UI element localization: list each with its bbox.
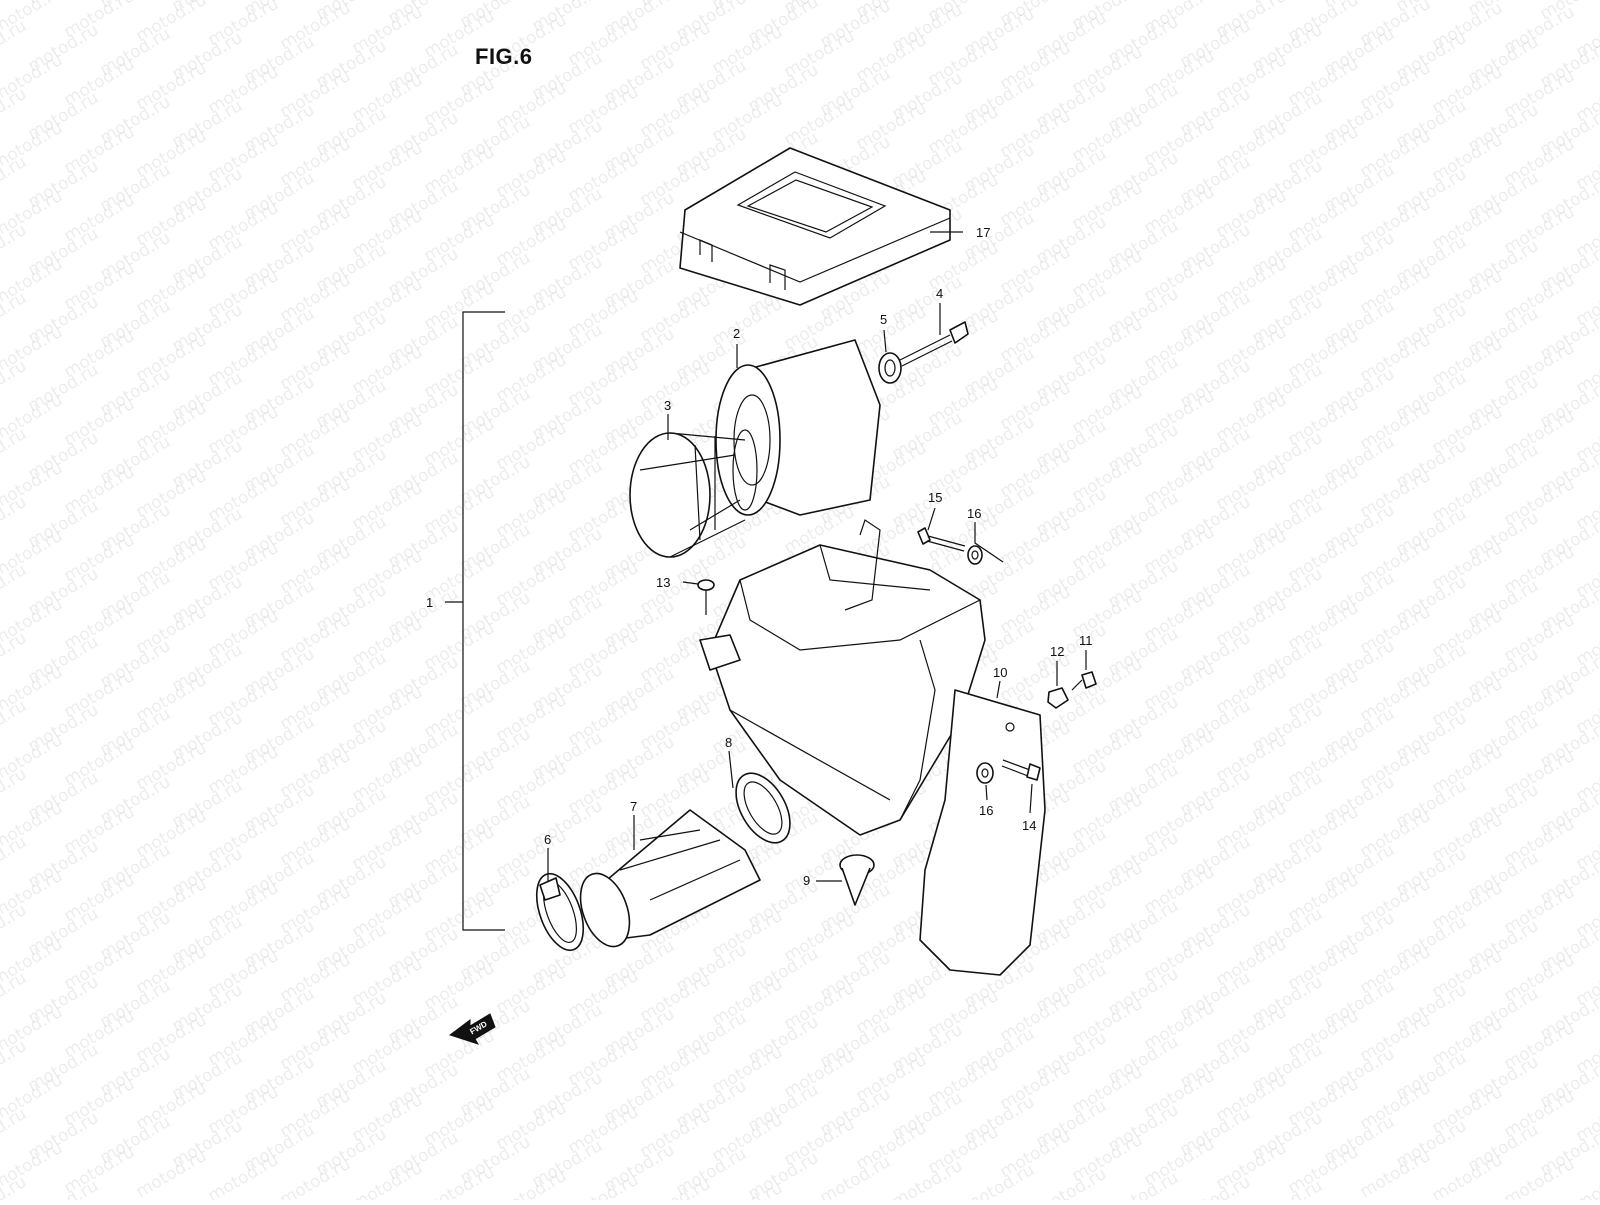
washer-part-16-lower	[977, 763, 993, 783]
callout-13: 13	[656, 575, 670, 590]
callout-5: 5	[880, 312, 887, 327]
callout-12: 12	[1050, 644, 1064, 659]
watermark-text: motod.ru	[0, 832, 30, 888]
nut-part-12	[1048, 688, 1068, 708]
watermark-text: motod.ru	[0, 1036, 30, 1092]
watermark-text: motod.ru	[0, 628, 30, 684]
foam-filter-element-part-2	[716, 340, 880, 515]
watermark-text: motod.ru	[0, 16, 30, 72]
washer-part-16-upper	[968, 546, 982, 564]
watermark-text: motod.ru	[0, 84, 30, 140]
callout-16-lower: 16	[979, 803, 993, 818]
callout-11: 11	[1079, 633, 1093, 648]
callout-16-upper: 16	[967, 506, 981, 521]
watermark-text: motod.ru	[0, 220, 30, 276]
callout-4: 4	[936, 286, 943, 301]
watermark-text: motod.ru	[1573, 1158, 1600, 1200]
watermark-text: motod.ru	[0, 356, 30, 412]
watermark-text: motod.ru	[493, 1166, 571, 1200]
watermark-text: motod.ru	[0, 424, 30, 480]
callout-17: 17	[976, 225, 990, 240]
watermark-text: motod.ru	[0, 764, 30, 820]
callout-1: 1	[426, 595, 433, 610]
grommet-part-5	[879, 353, 901, 383]
callout-8: 8	[725, 735, 732, 750]
watermark-text: motod.ru	[0, 696, 30, 752]
callout-6: 6	[544, 832, 551, 847]
callout-7: 7	[630, 799, 637, 814]
callout-9: 9	[803, 873, 810, 888]
callout-14: 14	[1022, 818, 1036, 833]
watermark-text: motod.ru	[0, 1104, 30, 1160]
watermark-text: motod.ru	[0, 288, 30, 344]
watermark-text: motod.ru	[421, 1162, 499, 1200]
watermark-text: motod.ru	[0, 560, 30, 616]
callout-3: 3	[664, 398, 671, 413]
callout-10: 10	[993, 665, 1007, 680]
watermark-text: motod.ru	[0, 152, 30, 208]
watermark-text: motod.ru	[0, 900, 30, 956]
callout-2: 2	[733, 326, 740, 341]
watermark-text: motod.ru	[0, 968, 30, 1024]
figure-title: FIG.6	[475, 44, 533, 70]
callout-15: 15	[928, 490, 942, 505]
watermark-text: motod.ru	[0, 492, 30, 548]
